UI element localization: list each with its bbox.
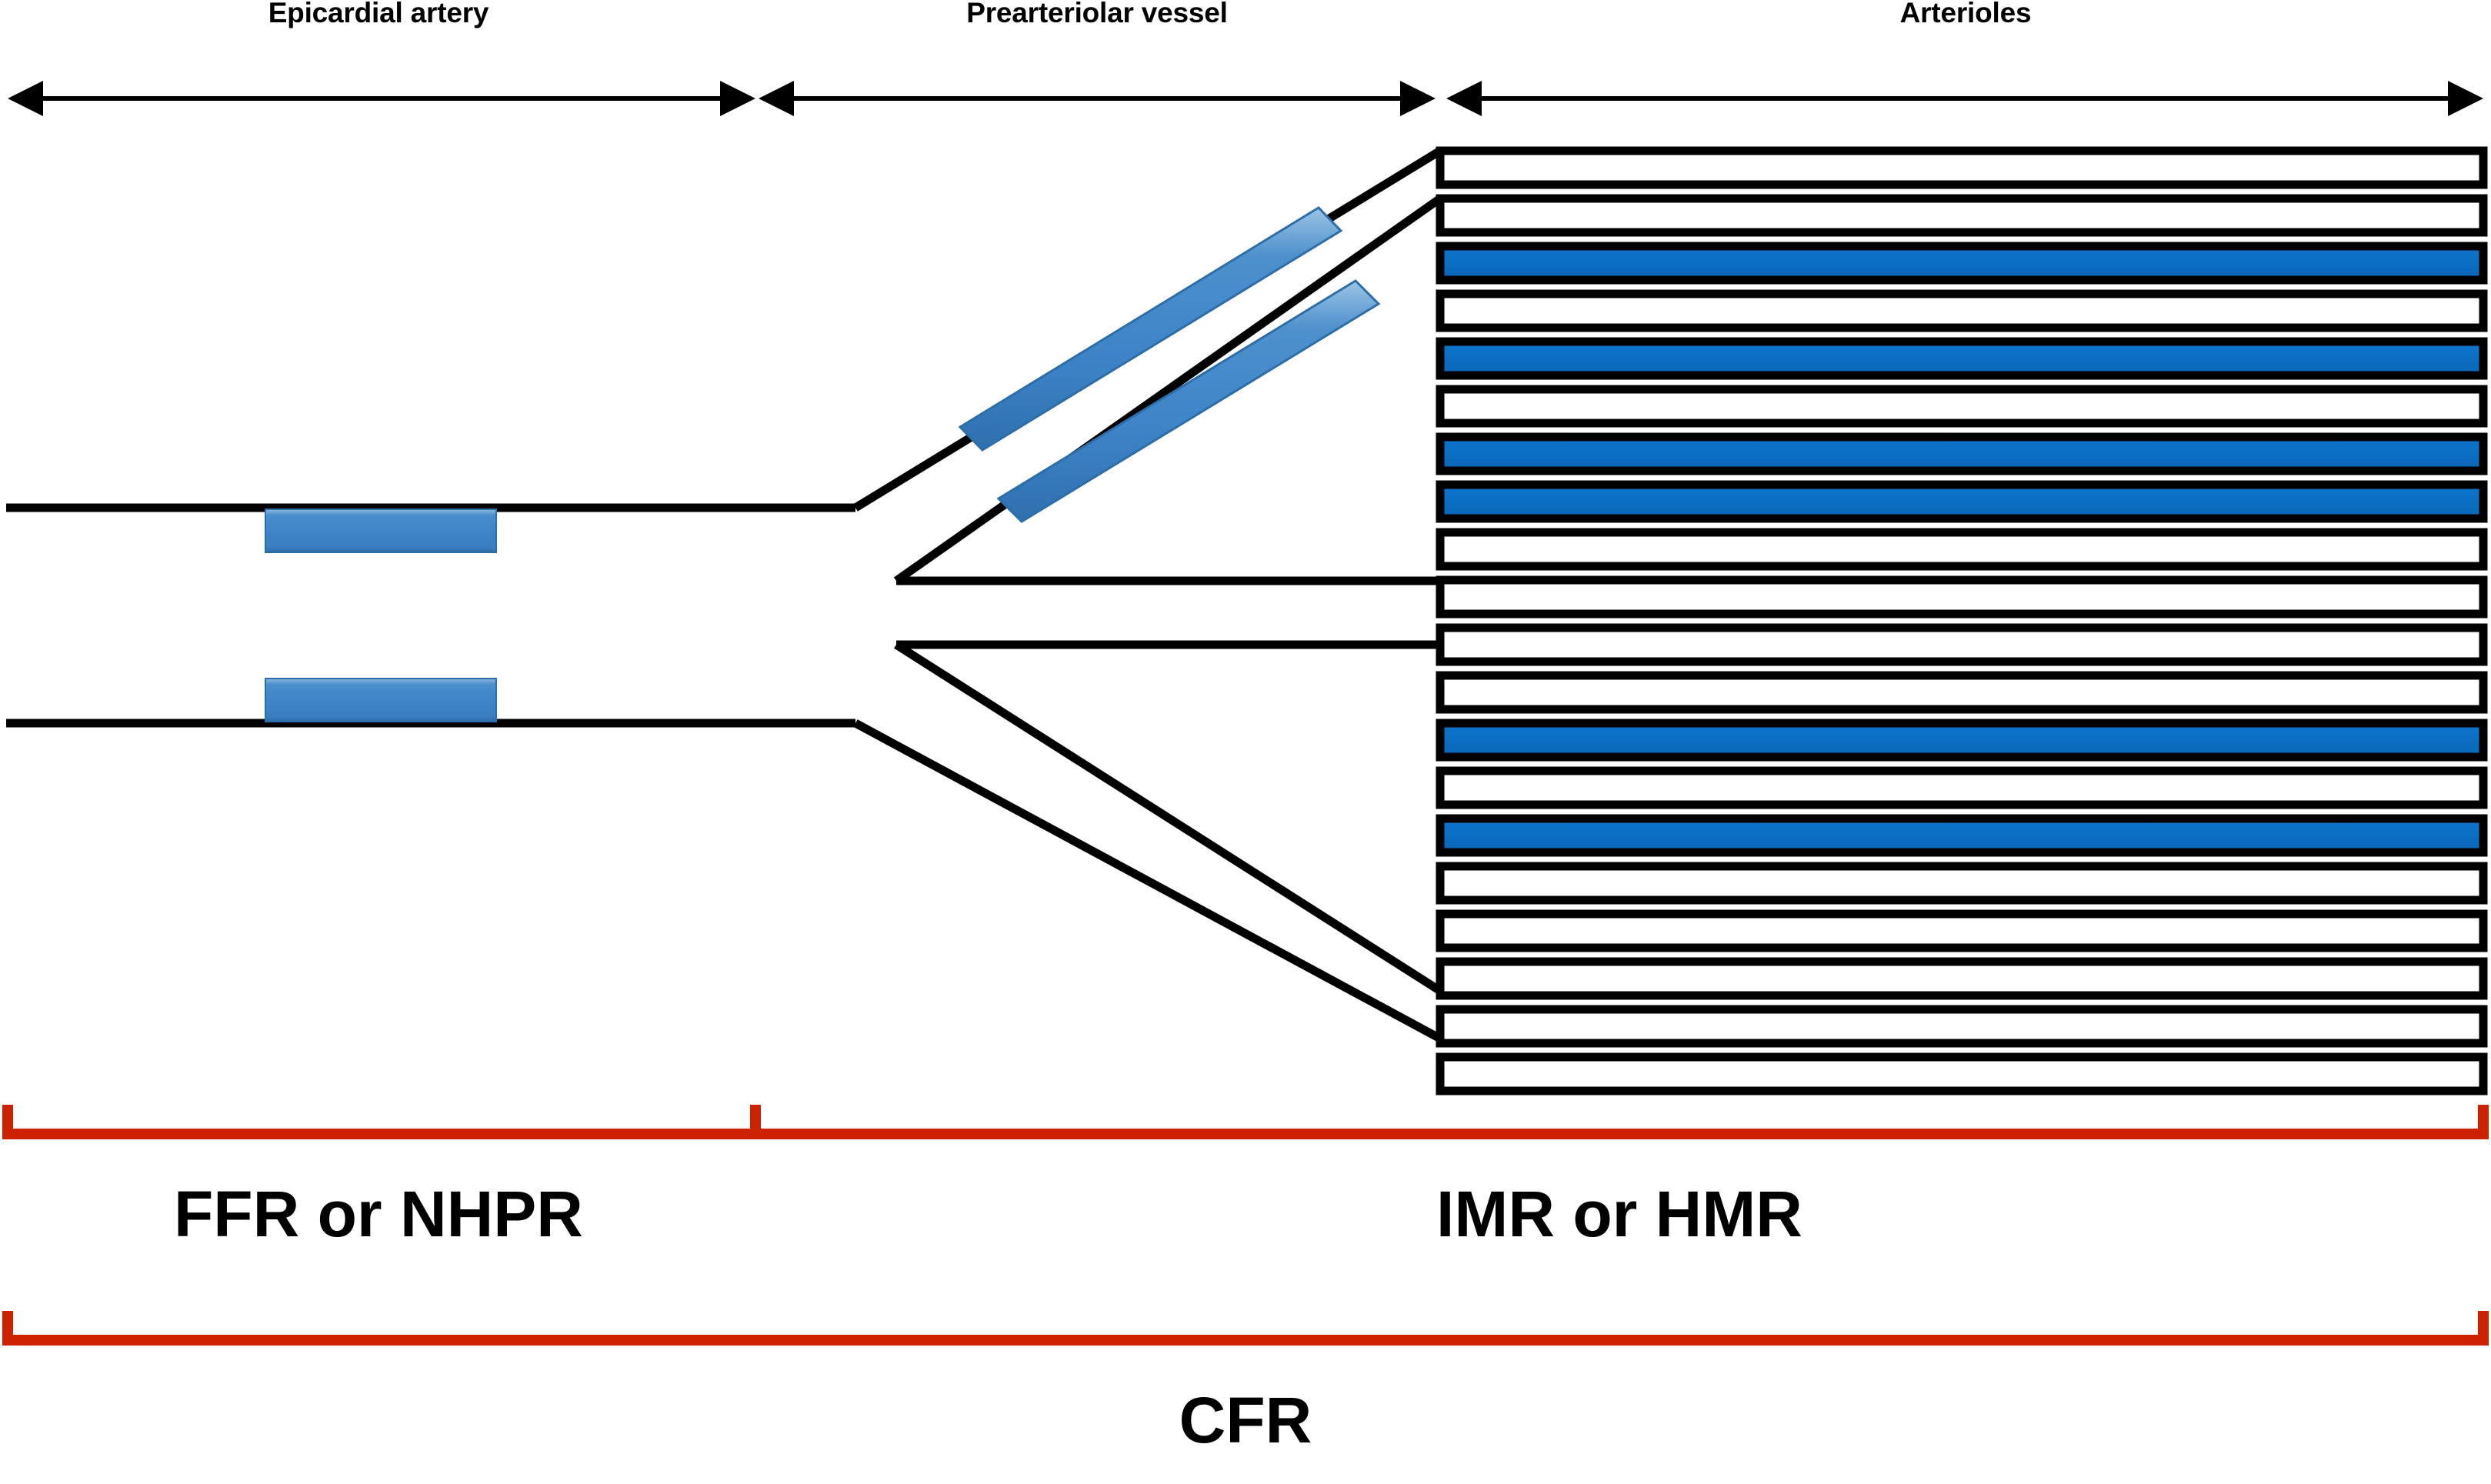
segment-label-arterioles: Arterioles bbox=[1899, 0, 2032, 28]
arteriole-bar-narrowed bbox=[1436, 432, 2488, 475]
prearteriolar-vessel-lower bbox=[741, 640, 1442, 1042]
arteriole-bar-open bbox=[1436, 623, 2488, 666]
arteriole-bar-open bbox=[1436, 575, 2488, 619]
prearteriolar-plaque-upper bbox=[958, 206, 1343, 452]
arteriole-bar-open bbox=[1436, 957, 2488, 1000]
arteriole-bar-narrowed bbox=[1436, 242, 2488, 285]
arteriole-bar-open bbox=[1436, 909, 2488, 952]
segment-label-prearteriolar-vessel: Prearteriolar vessel bbox=[966, 0, 1228, 28]
arteriole-bar-narrowed bbox=[1436, 480, 2488, 523]
arteriole-bar-open bbox=[1436, 146, 2488, 189]
index-bracket-group bbox=[2, 1105, 2489, 1346]
arteriole-bar-open bbox=[1436, 289, 2488, 332]
segment-arrow-epicardial bbox=[8, 81, 755, 116]
arteriole-bar-open bbox=[1436, 1052, 2488, 1095]
epicardial-plaque-upper bbox=[265, 509, 497, 553]
prearteriolar-plaque-lower bbox=[996, 279, 1381, 523]
ffr-bracket bbox=[2, 1105, 761, 1139]
arteriole-bar-open bbox=[1436, 194, 2488, 237]
index-label-imr-hmr: IMR or HMR bbox=[1436, 1178, 1802, 1250]
arteriole-bar-narrowed bbox=[1436, 719, 2488, 762]
epicardial-artery-vessel bbox=[6, 503, 745, 728]
segment-arrow-arterioles bbox=[1446, 81, 2483, 116]
segment-arrow-prearteriolar bbox=[759, 81, 1436, 116]
arteriole-bar-open bbox=[1436, 862, 2488, 905]
arteriole-bar-group bbox=[1436, 146, 2488, 1095]
arteriole-bar-narrowed bbox=[1436, 814, 2488, 857]
segment-label-epicardial-artery: Epicardial artery bbox=[268, 0, 489, 28]
arteriole-bar-narrowed bbox=[1436, 337, 2488, 380]
index-label-ffr-nhpr: FFR or NHPR bbox=[174, 1178, 583, 1250]
imr-bracket bbox=[750, 1105, 2489, 1139]
arteriole-bar-open bbox=[1436, 385, 2488, 428]
arteriole-bar-open bbox=[1436, 1005, 2488, 1048]
epicardial-plaque-lower bbox=[265, 678, 497, 722]
index-label-cfr: CFR bbox=[1179, 1384, 1312, 1456]
arteriole-bar-open bbox=[1436, 671, 2488, 714]
arteriole-bar-open bbox=[1436, 766, 2488, 809]
arteriole-bar-open bbox=[1436, 528, 2488, 571]
cfr-bracket bbox=[2, 1311, 2489, 1346]
